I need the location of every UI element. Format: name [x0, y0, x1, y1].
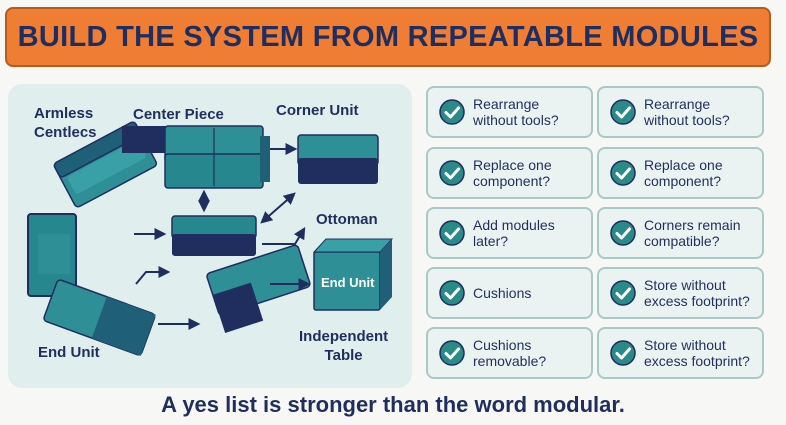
label-ottoman: Ottoman	[316, 211, 378, 228]
footer-caption: A yes list is stronger than the word mod…	[161, 392, 625, 417]
checklist-item-text: Store without excess footprint?	[644, 277, 750, 309]
checklist-item: Rearrange without tools?	[426, 86, 593, 138]
label-armless: Armless Centlecs	[34, 105, 97, 141]
label-corner-unit: Corner Unit	[276, 102, 359, 119]
armchair-module	[27, 213, 77, 297]
checkmark-icon	[610, 160, 636, 186]
checklist-item-text: Corners remain compatible?	[644, 217, 741, 249]
checkmark-icon	[439, 160, 465, 186]
corner-unit-module	[297, 134, 379, 184]
checklist-item: Store without excess footprint?	[597, 267, 764, 319]
checkmark-icon	[439, 220, 465, 246]
checklist-item-text: Rearrange without tools?	[473, 96, 559, 128]
chaise-module	[43, 279, 156, 356]
label-center-piece: Center Piece	[133, 106, 224, 123]
checkmark-icon	[439, 280, 465, 306]
arrow	[262, 226, 306, 245]
checkmark-icon	[439, 340, 465, 366]
title-banner: BUILD THE SYSTEM FROM REPEATABLE MODULES	[5, 7, 771, 67]
diagram-illustration	[27, 121, 394, 356]
checklist-item-text: Replace one component?	[644, 157, 723, 189]
checklist-item-text: Cushions removable?	[473, 337, 547, 369]
checklist-item: Rearrange without tools?	[597, 86, 764, 138]
end-unit-cube	[312, 238, 394, 311]
checklist-item-text: Store without excess footprint?	[644, 337, 750, 369]
checkmark-icon	[439, 99, 465, 125]
label-end-unit: End Unit	[38, 344, 100, 361]
checklist-item: Add modules later?	[426, 207, 593, 259]
label-end-unit-box: End Unit	[321, 275, 375, 290]
checklist-item-text: Add modules later?	[473, 217, 555, 249]
checklist-item: Cushions removable?	[426, 327, 593, 379]
checklist-item-text: Rearrange without tools?	[644, 96, 730, 128]
bench-module	[206, 244, 311, 333]
modular-diagram: Armless Centlecs Center Piece Corner Uni…	[8, 84, 412, 388]
checklist-item: Cushions	[426, 267, 593, 319]
page-title: BUILD THE SYSTEM FROM REPEATABLE MODULES	[17, 20, 759, 53]
checklist-item-text: Replace one component?	[473, 157, 552, 189]
label-independent-table: Independent Table	[299, 328, 389, 364]
center-piece-module	[122, 125, 270, 189]
checklist-item: Corners remain compatible?	[597, 207, 764, 259]
checkmark-icon	[610, 99, 636, 125]
checklist-item: Store without excess footprint?	[597, 327, 764, 379]
checkmark-icon	[610, 280, 636, 306]
middle-ottoman-module	[171, 215, 257, 256]
checkmark-icon	[610, 220, 636, 246]
checkmark-icon	[610, 340, 636, 366]
checklist-item-text: Cushions	[473, 285, 532, 301]
arrow	[135, 266, 171, 285]
checklist-item: Replace one component?	[426, 147, 593, 199]
checklist-item: Replace one component?	[597, 147, 764, 199]
arrow	[260, 192, 296, 224]
